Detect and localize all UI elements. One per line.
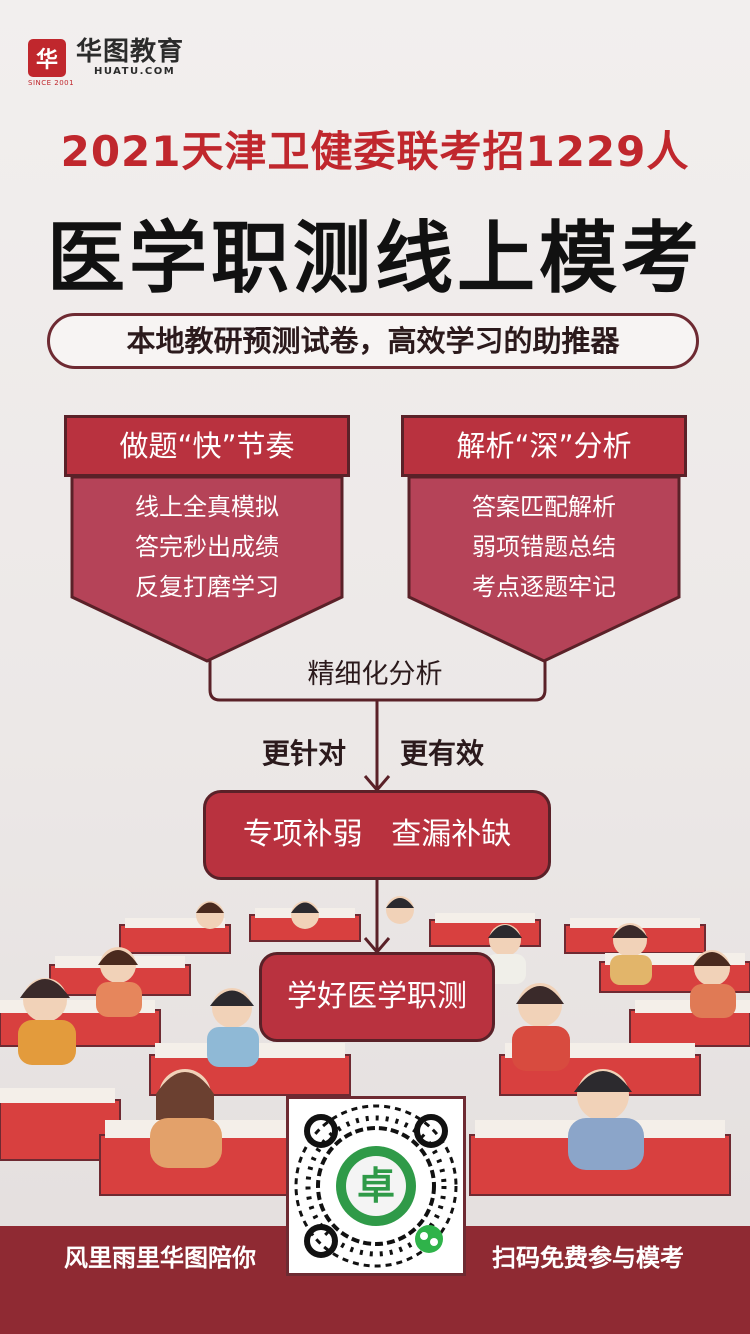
- qr-pattern-icon: 卓: [294, 1104, 458, 1268]
- main-title: 医学职测线上模考: [46, 214, 703, 304]
- logo-mark-icon: 华: [28, 38, 66, 77]
- brand-domain: HUATU.COM: [94, 66, 176, 77]
- card-deep-line-1: 答案匹配解析: [472, 493, 616, 521]
- brand-name: 华图教育: [76, 37, 185, 67]
- arrow-label-left: 更针对: [262, 737, 347, 770]
- card-fast-line-1: 线上全真模拟: [135, 493, 279, 521]
- card-fast-line-2: 答完秒出成绩: [135, 533, 279, 561]
- mini-program-code[interactable]: 卓: [286, 1096, 466, 1276]
- card-deep-body: 答案匹配解析 弱项错题总结 考点逐题牢记: [407, 477, 681, 663]
- footer-cta: 扫码免费参与模考: [492, 1244, 684, 1272]
- card-deep-line-2: 弱项错题总结: [472, 533, 616, 561]
- arrow-label-right: 更有效: [400, 737, 485, 770]
- card-fast: 做题“快”节奏 线上全真模拟 答完秒出成绩 反复打磨学习: [64, 415, 350, 663]
- card-fast-line-3: 反复打磨学习: [135, 573, 279, 601]
- card-deep-line-3: 考点逐题牢记: [472, 573, 616, 601]
- card-fast-body: 线上全真模拟 答完秒出成绩 反复打磨学习: [70, 477, 344, 663]
- final-box: 学好医学职测: [259, 952, 495, 1042]
- logo-since: SINCE 2001: [28, 78, 75, 87]
- footer-slogan: 风里雨里华图陪你: [64, 1244, 256, 1272]
- qr-center-glyph: 卓: [357, 1164, 395, 1208]
- card-deep-title: 解析“深”分析: [401, 415, 687, 477]
- merge-label: 精细化分析: [307, 659, 443, 690]
- tagline-pill: 本地教研预测试卷，高效学习的助推器: [47, 313, 699, 369]
- card-deep: 解析“深”分析 答案匹配解析 弱项错题总结 考点逐题牢记: [401, 415, 687, 663]
- brand-logo: 华 SINCE 2001 华图教育 HUATU.COM: [28, 37, 185, 87]
- card-shape: [407, 477, 681, 663]
- card-shape: [70, 477, 344, 663]
- step-box: 专项补弱 查漏补缺: [203, 790, 551, 880]
- card-fast-title: 做题“快”节奏: [64, 415, 350, 477]
- headline: 2021天津卫健委联考招1229人: [60, 127, 690, 176]
- students-illustration: [0, 896, 750, 1196]
